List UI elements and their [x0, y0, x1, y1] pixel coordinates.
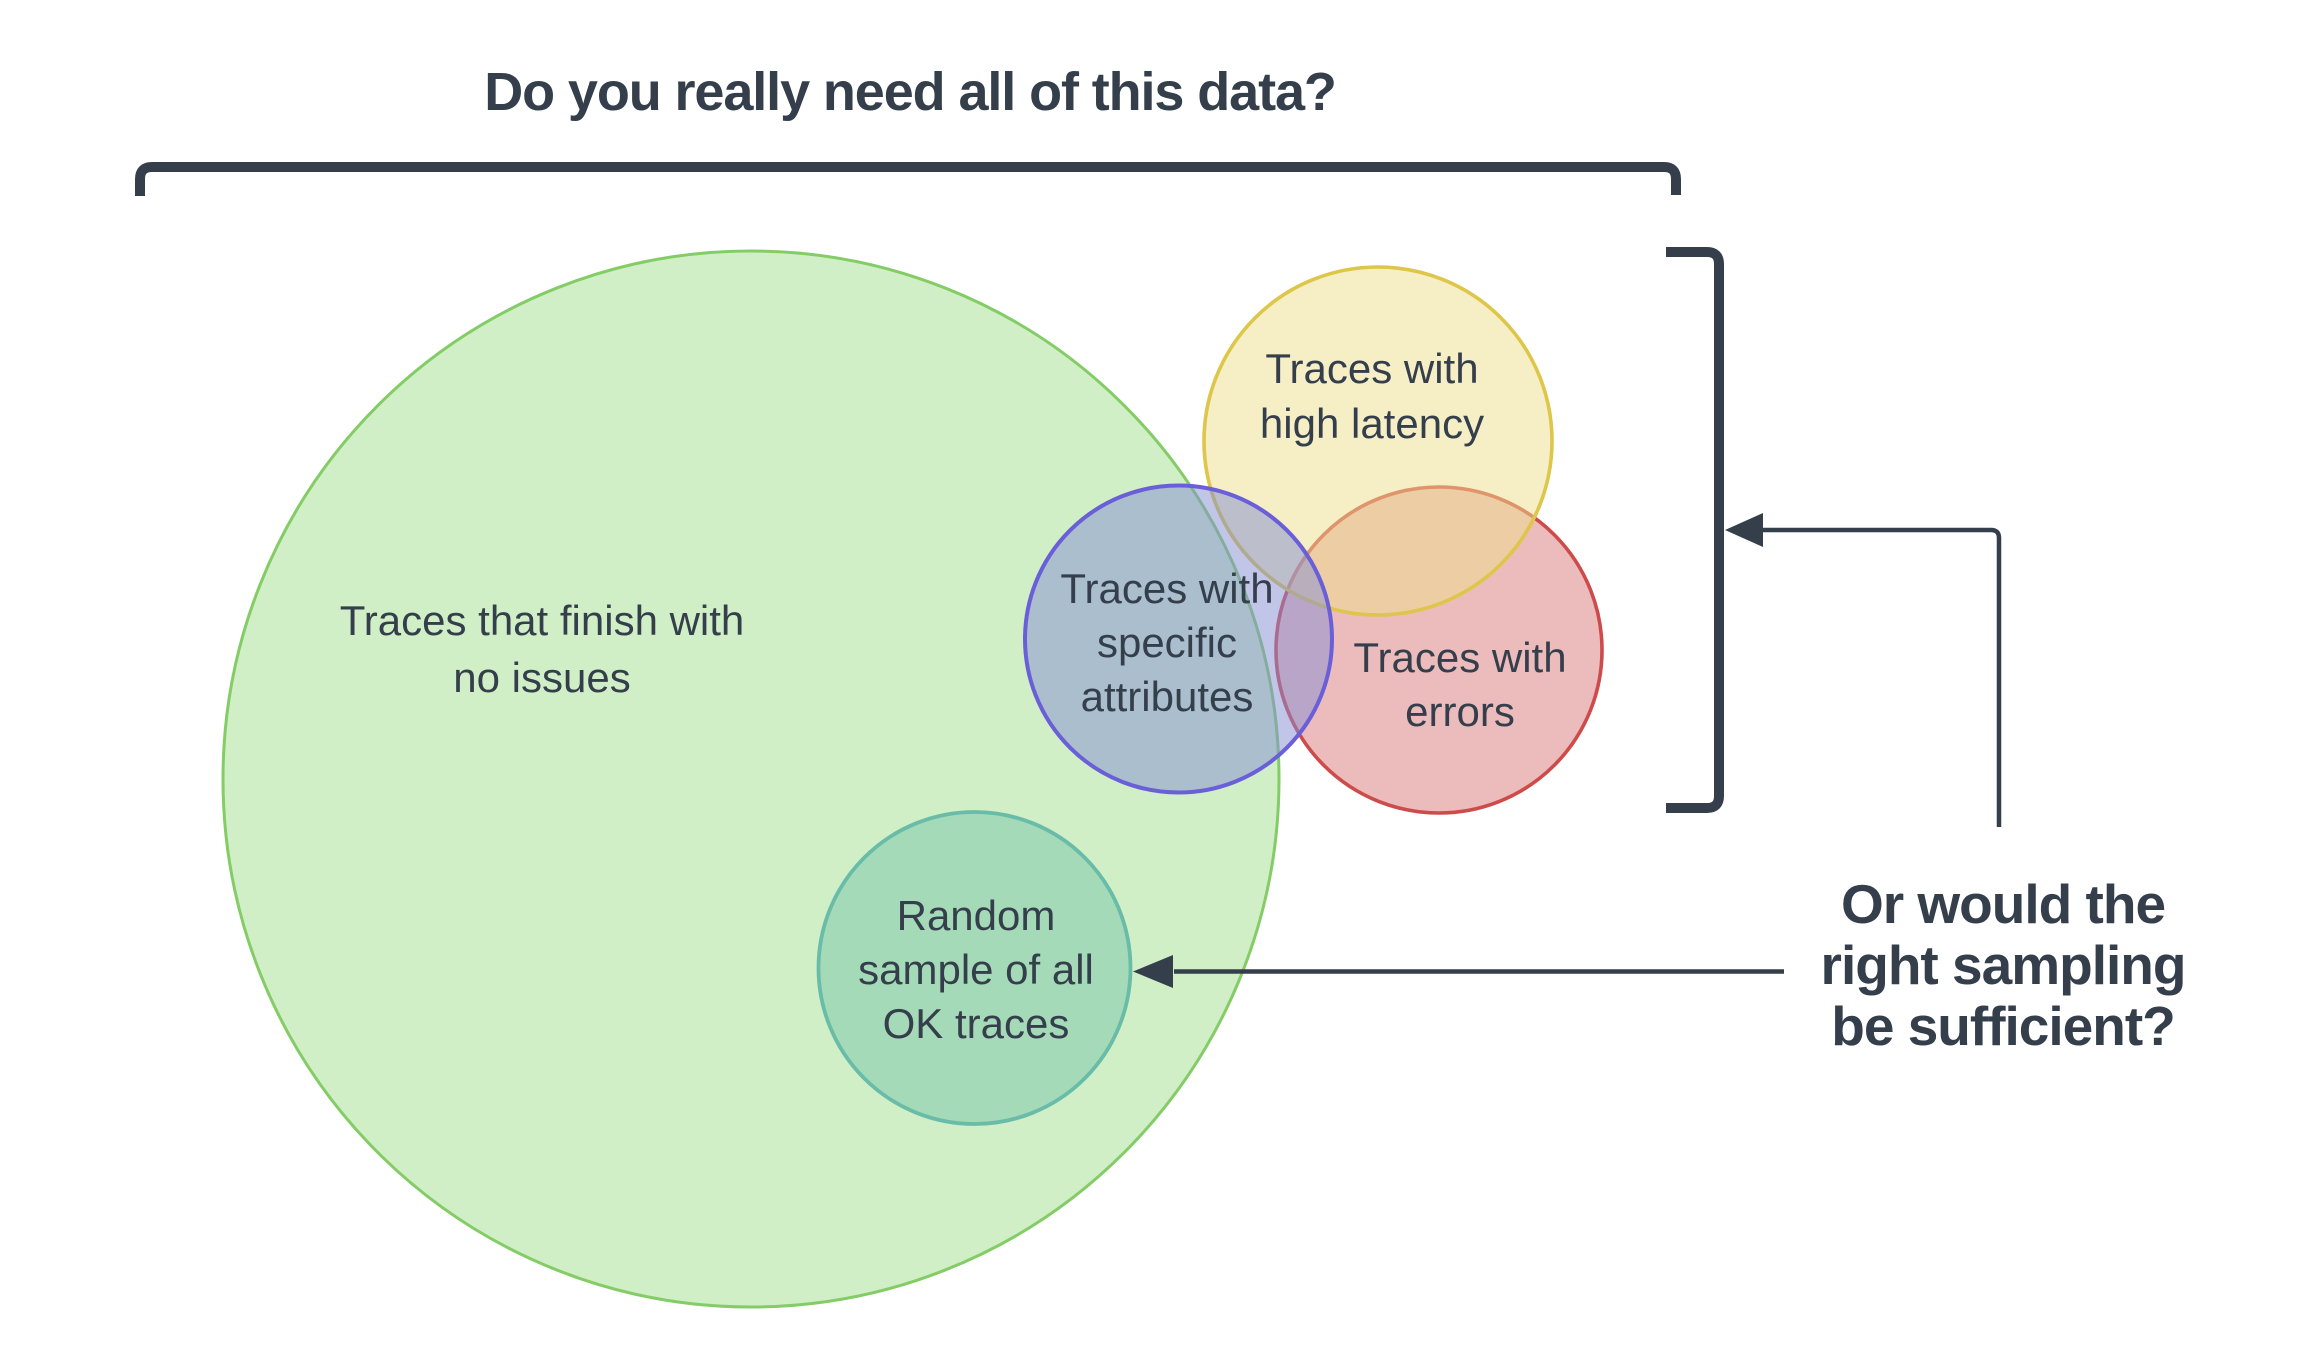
svg-text:attributes: attributes	[1081, 673, 1254, 720]
svg-text:Random: Random	[897, 892, 1056, 939]
svg-text:errors: errors	[1405, 688, 1515, 735]
svg-text:Or would the: Or would the	[1841, 873, 2165, 935]
svg-text:Do you really need all of this: Do you really need all of this data?	[484, 62, 1336, 122]
svg-text:Traces with: Traces with	[1353, 634, 1566, 681]
svg-text:OK traces: OK traces	[883, 1000, 1070, 1047]
svg-text:specific: specific	[1097, 619, 1237, 666]
svg-text:Traces with: Traces with	[1265, 345, 1478, 392]
svg-text:be sufficient?: be sufficient?	[1831, 995, 2175, 1057]
svg-text:Traces that finish with: Traces that finish with	[340, 597, 745, 644]
svg-text:Traces with: Traces with	[1060, 565, 1273, 612]
svg-text:high latency: high latency	[1260, 400, 1484, 447]
svg-text:sample of all: sample of all	[858, 946, 1094, 993]
svg-text:right sampling: right sampling	[1821, 934, 2186, 996]
svg-text:no issues: no issues	[453, 654, 630, 701]
